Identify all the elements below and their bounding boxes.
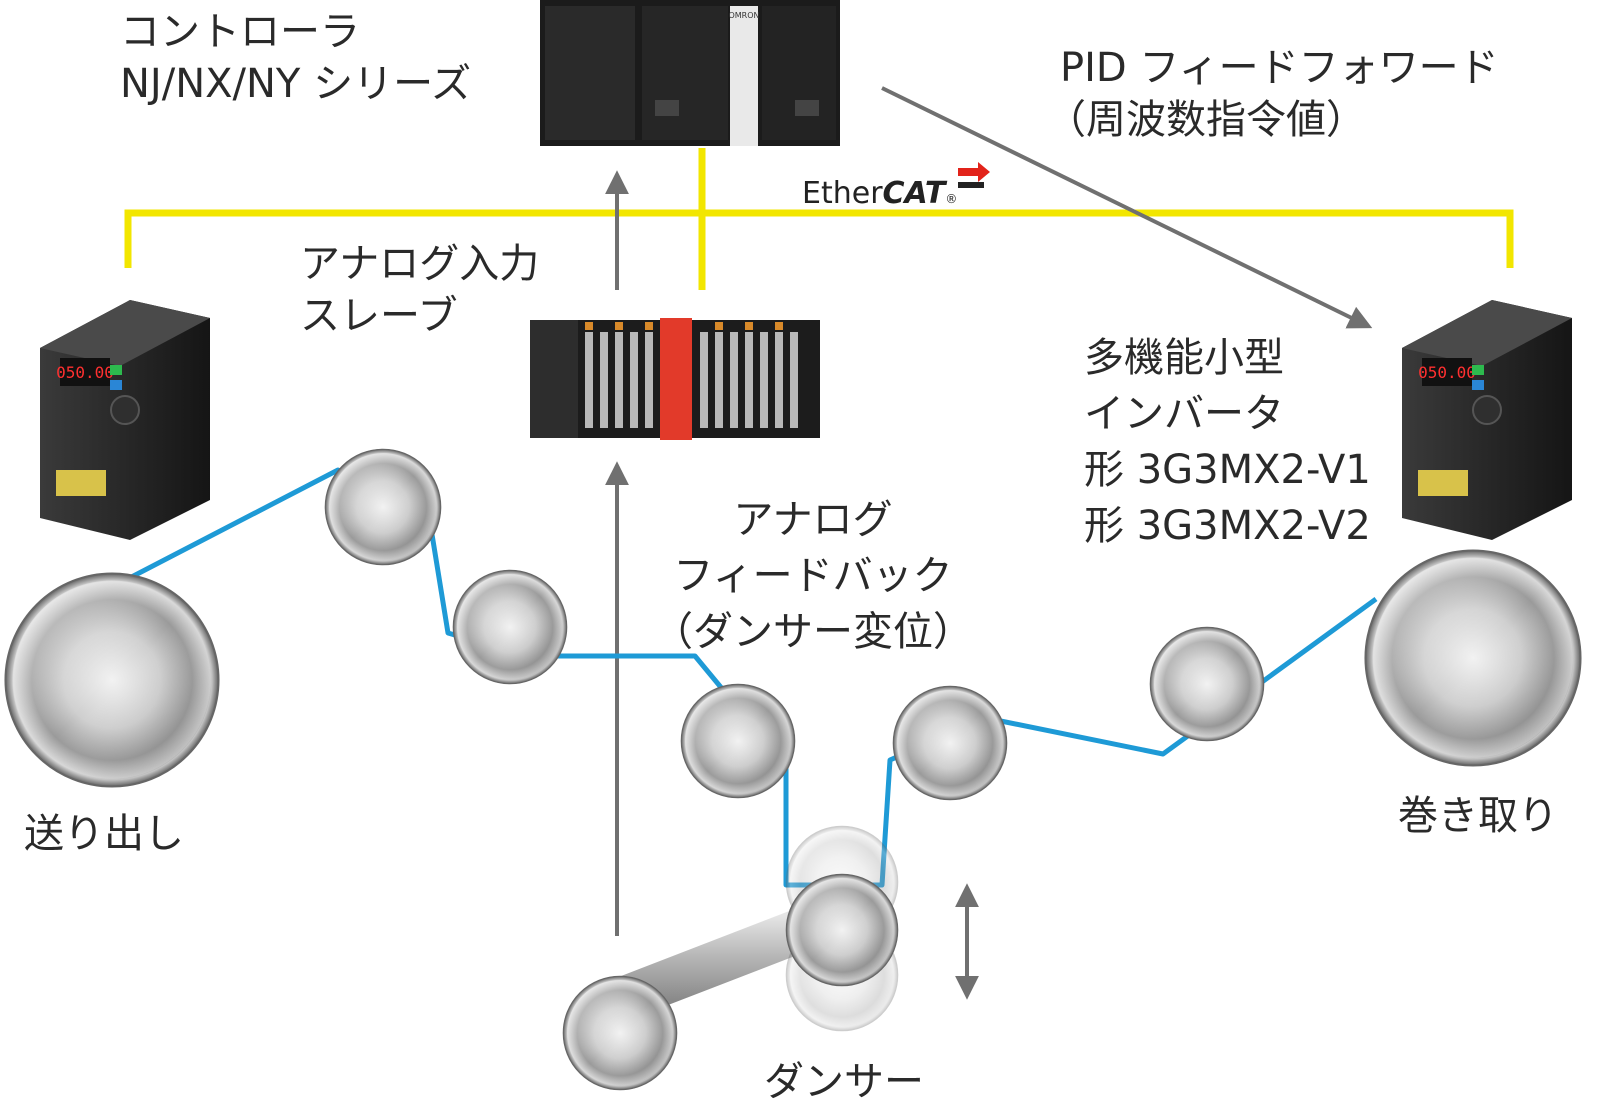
unwind-label: 送り出し bbox=[24, 811, 184, 857]
inverter-label-line3: 形 3G3MX2-V1 bbox=[1084, 447, 1371, 493]
ethercat-logo: EtherCAT® bbox=[802, 162, 990, 211]
svg-text:EtherCAT®: EtherCAT® bbox=[802, 176, 957, 211]
controller-label-line1: コントローラ bbox=[120, 9, 360, 55]
dancer-label: ダンサー bbox=[764, 1059, 924, 1105]
roller-1 bbox=[324, 448, 442, 566]
analog-feedback-line2: フィードバック bbox=[673, 553, 953, 599]
inverter-left: 050.00 bbox=[40, 300, 210, 540]
analog-input-label: アナログ入力 スレーブ bbox=[300, 238, 539, 342]
dancer-roller bbox=[785, 873, 899, 987]
pid-arrow bbox=[881, 86, 1373, 329]
inverter-left-display: 050.00 bbox=[56, 363, 114, 382]
rewind-roll bbox=[1363, 548, 1583, 768]
unwind-roll bbox=[3, 571, 221, 789]
pid-label: PID フィードフォワード （周波数指令値） bbox=[1046, 42, 1499, 146]
roller-2 bbox=[452, 569, 568, 685]
ethercat-cat: CAT bbox=[883, 176, 948, 211]
inverter-label: 多機能小型 インバータ 形 3G3MX2-V1 形 3G3MX2-V2 bbox=[1084, 330, 1371, 554]
analog-feedback-line1: アナログ bbox=[733, 497, 893, 543]
pid-label-line1: PID フィードフォワード bbox=[1060, 45, 1499, 91]
analog-input-label-line1: アナログ入力 bbox=[300, 241, 540, 287]
analog-feedback-label: アナログ フィードバック （ダンサー変位） bbox=[648, 492, 978, 660]
inverter-label-line1: 多機能小型 bbox=[1084, 335, 1284, 381]
controller-label: コントローラ NJ/NX/NY シリーズ bbox=[120, 6, 471, 110]
roller-4 bbox=[892, 685, 1008, 801]
rewind-label: 巻き取り bbox=[1398, 793, 1558, 839]
ethercat-bus bbox=[124, 148, 1514, 290]
dancer-pivot-roller bbox=[562, 975, 678, 1091]
analog-input-label-line2: スレーブ bbox=[300, 293, 458, 339]
roller-5 bbox=[1149, 626, 1265, 742]
inverter-right-display: 050.00 bbox=[1418, 363, 1476, 382]
inverter-label-line2: インバータ bbox=[1084, 391, 1284, 437]
inverter-right: 050.00 bbox=[1402, 300, 1572, 540]
controller-label-line2: NJ/NX/NY シリーズ bbox=[120, 61, 472, 107]
controller-unit: OMRON bbox=[540, 0, 840, 146]
analog-input-slave bbox=[530, 318, 820, 440]
roller-3 bbox=[680, 683, 796, 799]
ethercat-ether: Ether bbox=[802, 176, 883, 211]
pid-label-line2: （周波数指令値） bbox=[1046, 97, 1366, 143]
controller-brand: OMRON bbox=[728, 11, 759, 20]
ethercat-reg: ® bbox=[945, 192, 957, 206]
inverter-label-line4: 形 3G3MX2-V2 bbox=[1084, 503, 1371, 549]
analog-feedback-line3: （ダンサー変位） bbox=[653, 609, 973, 655]
